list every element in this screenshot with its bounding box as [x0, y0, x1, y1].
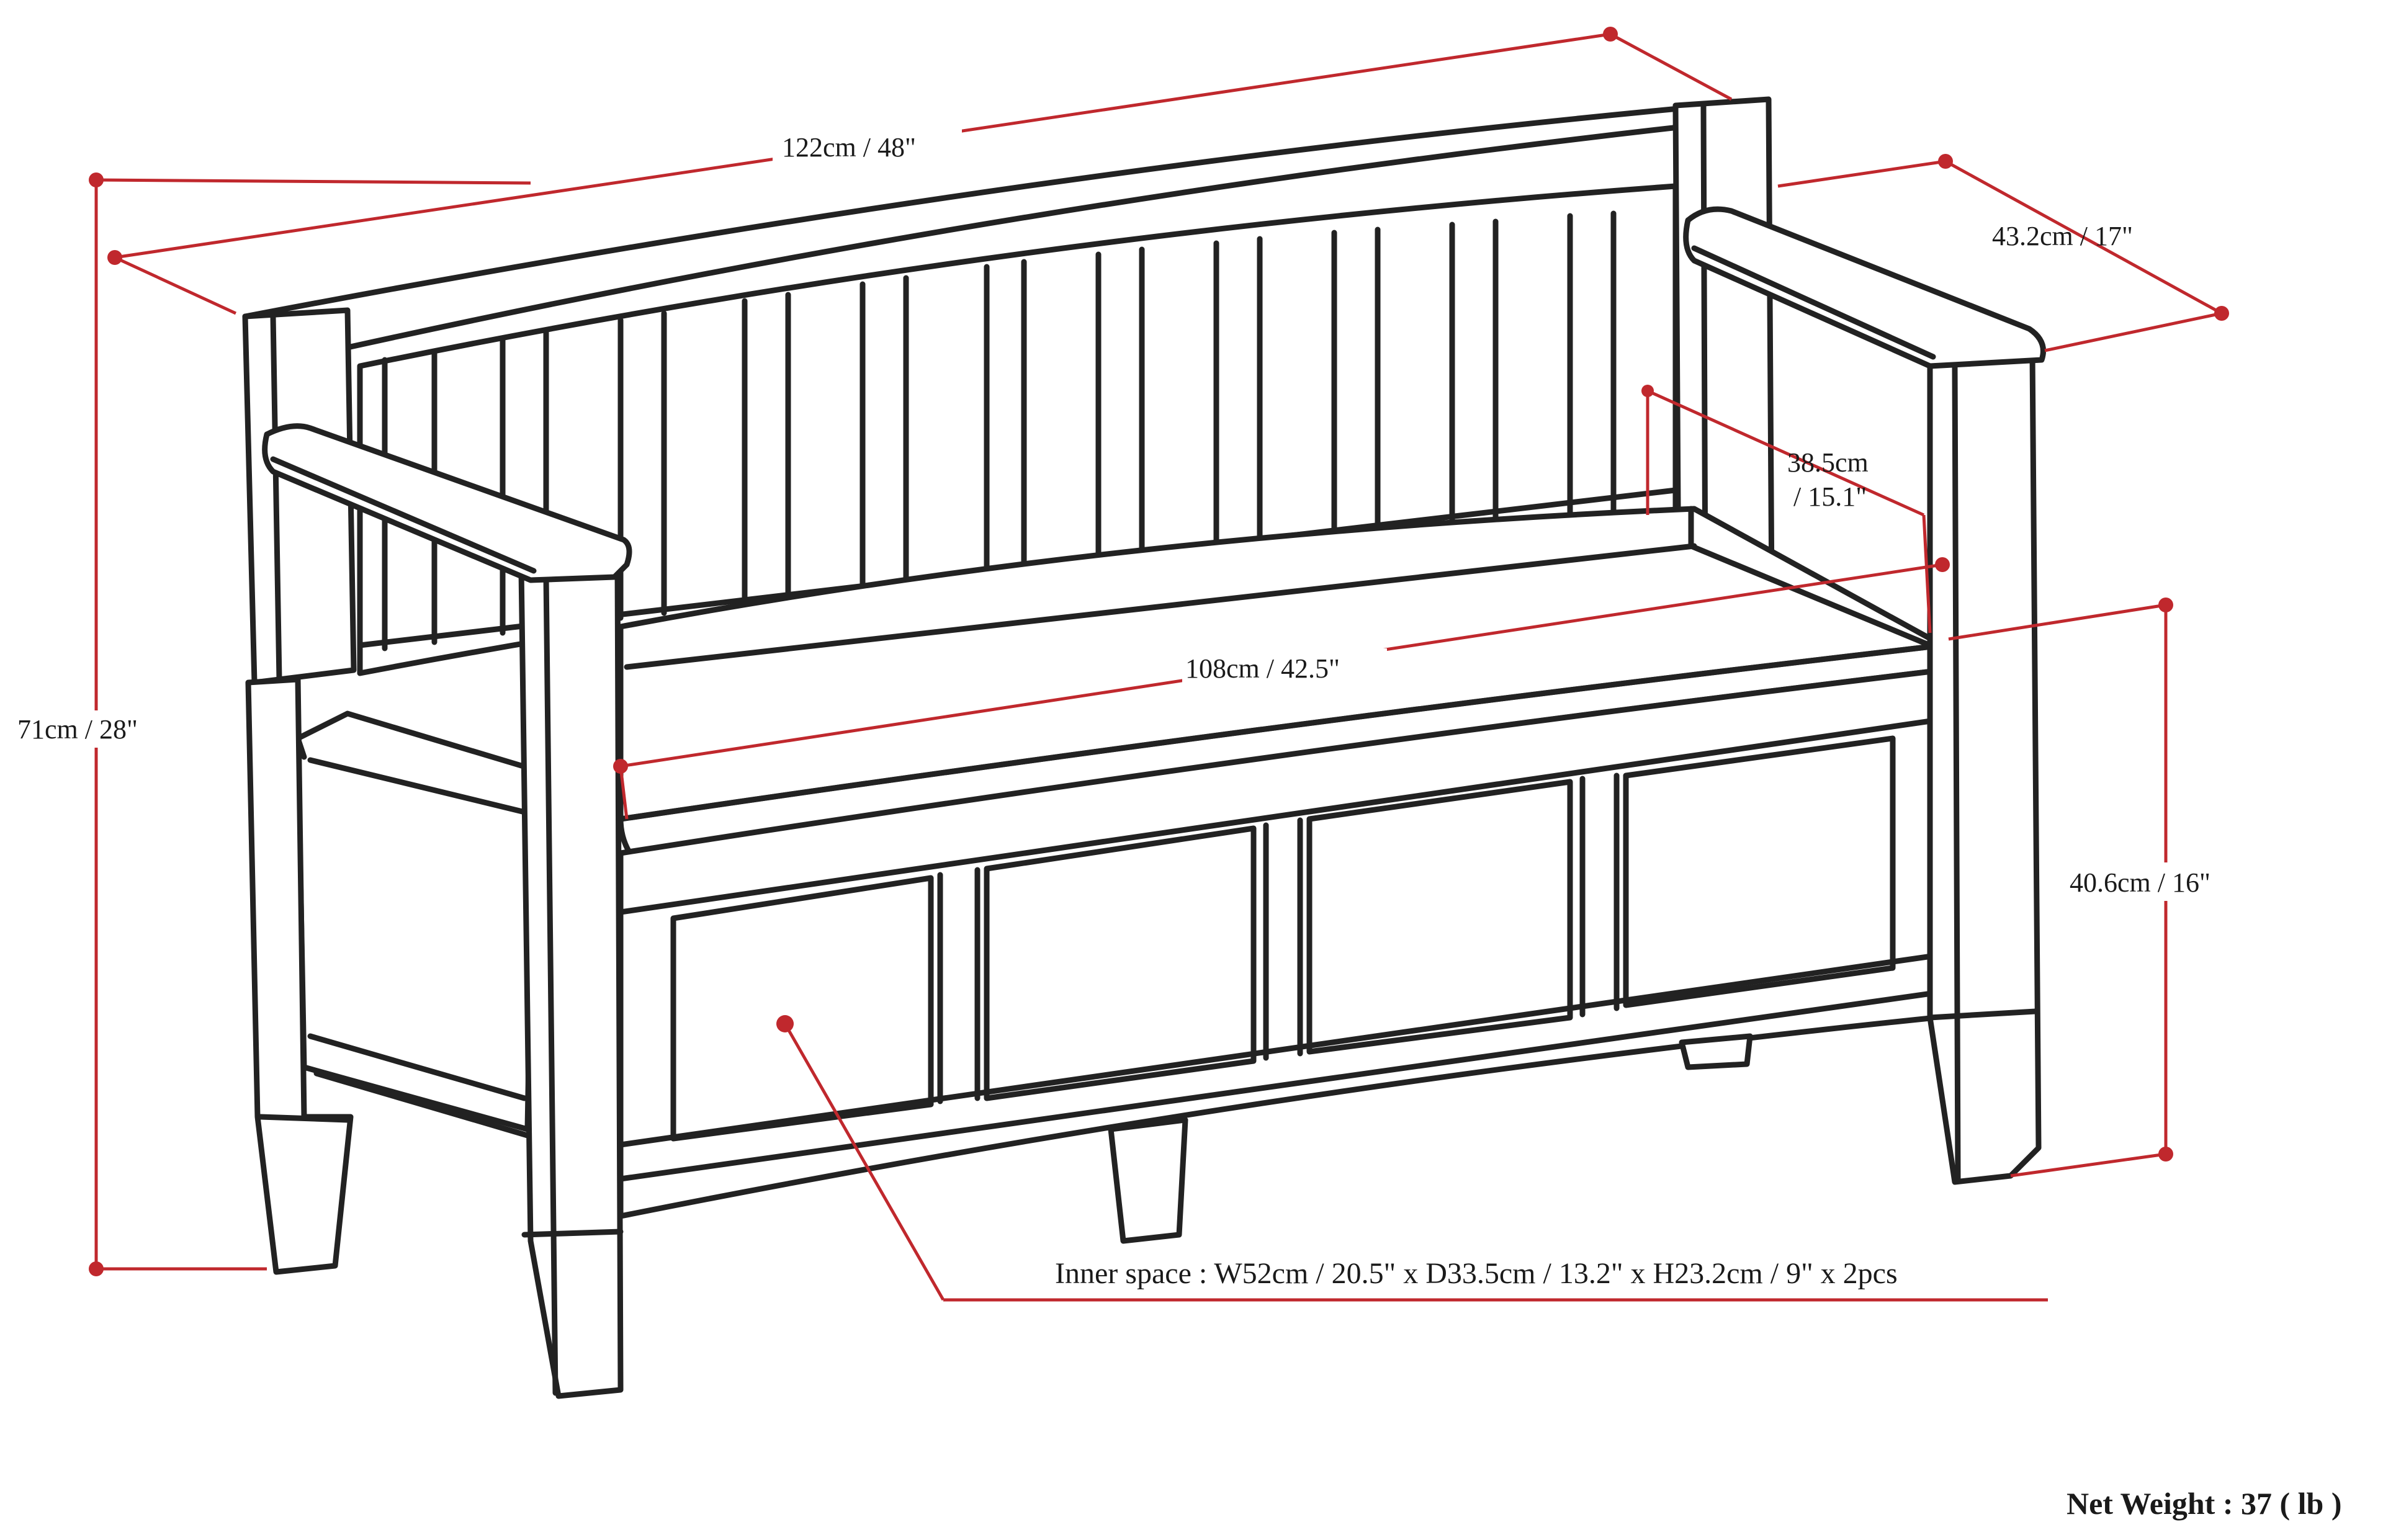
back-slats [382, 210, 1617, 651]
net-weight-label: Net Weight : 37 ( lb ) [2067, 1486, 2341, 1521]
front-drawer-panels [670, 735, 1896, 1142]
overall-height-label: 71cm / 28" [17, 714, 138, 745]
left-rear-leg [245, 676, 354, 1275]
arm-seat-depth-label-1: 38.5cm [1787, 447, 1869, 478]
left-armrest [262, 423, 632, 583]
storage-bench-drawing [242, 96, 2046, 1399]
right-inner-seat-side [1688, 506, 1933, 648]
inner-space-label: Inner space : W52cm / 20.5" x D33.5cm / … [1055, 1257, 1898, 1290]
seat-width-label: 108cm / 42.5" [1185, 653, 1340, 684]
right-front-leg [1927, 351, 2042, 1185]
overall-height-label-bg [12, 710, 186, 748]
arm-seat-depth-label-2: / 15.1" [1793, 481, 1867, 512]
dimension-labels: 122cm / 48" 43.2cm / 17" 71cm / 28" 38.5… [12, 127, 2341, 1521]
seat-height-label: 40.6cm / 16" [2070, 867, 2210, 898]
overall-width-label-bg [773, 127, 962, 164]
right-armrest [1683, 206, 2046, 369]
left-front-leg [518, 562, 624, 1399]
seat-height-label-bg [2067, 862, 2265, 901]
overall-width-label: 122cm / 48" [782, 132, 916, 163]
overall-depth-label: 43.2cm / 17" [1992, 221, 2133, 251]
seat-width-label-bg [1182, 648, 1387, 687]
rear-right-foot-stub [1679, 1033, 1753, 1070]
rear-middle-foot [1108, 1117, 1188, 1244]
